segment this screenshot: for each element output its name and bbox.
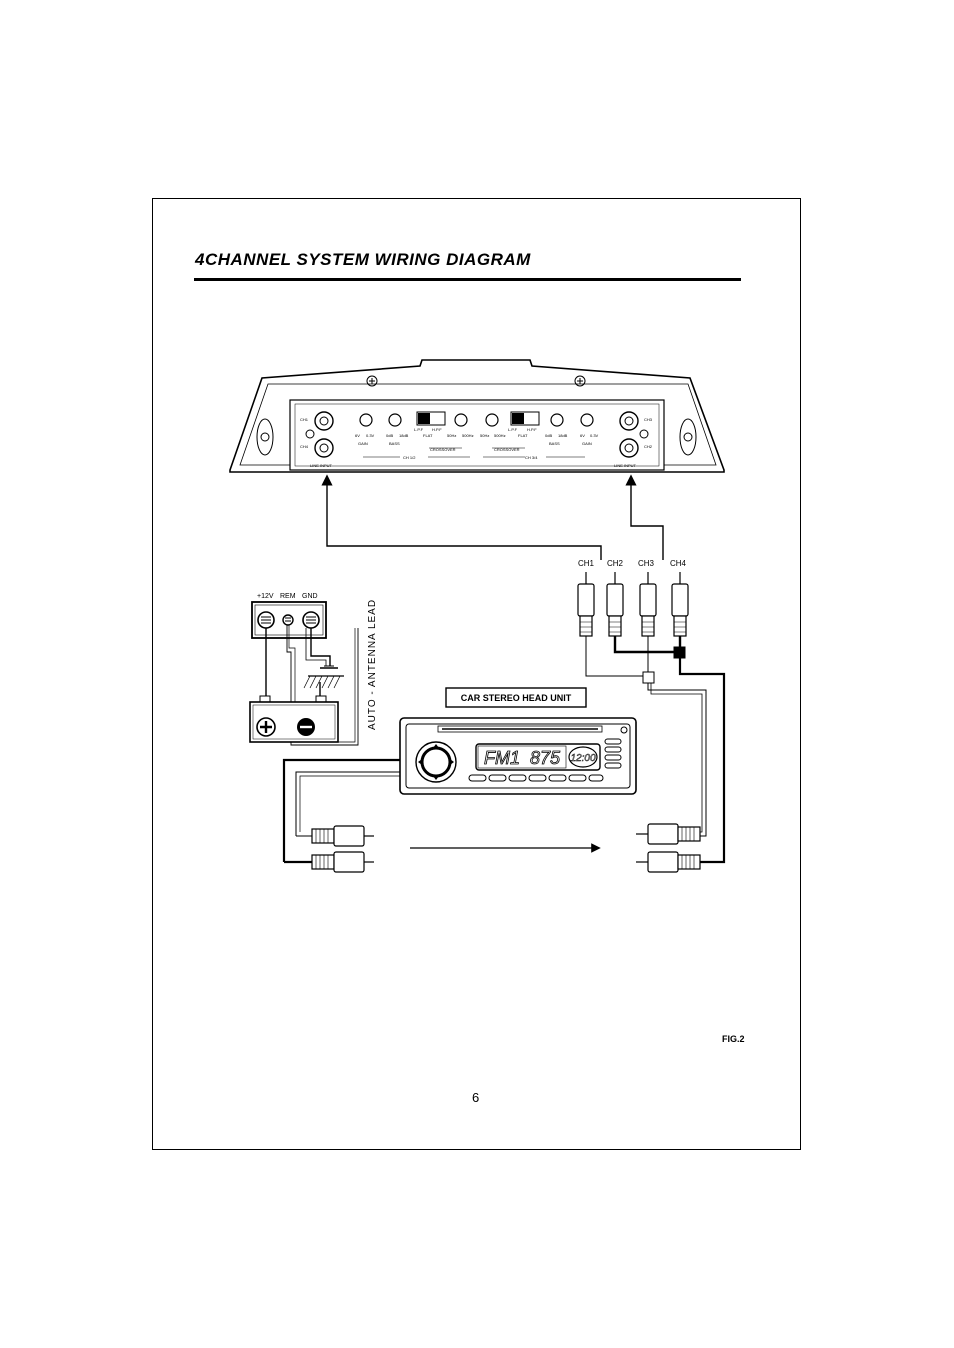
preset-button-1[interactable] [468, 774, 487, 782]
preset-button-3[interactable] [508, 774, 527, 782]
xover-left-50hz: 50Hz [447, 433, 456, 438]
amp-line-input-left: LINE INPUT [310, 463, 333, 468]
xover-right-500hz: 500Hz [494, 433, 506, 438]
amp-ch3-label: CH3 [644, 417, 653, 422]
switch-left-hpf: H.P.F [432, 427, 442, 432]
preset-button-2[interactable] [488, 774, 507, 782]
display-clock: 12:00 [570, 753, 595, 764]
crossover-right-label: CROSSOVER [494, 447, 520, 452]
terminal-rem-label: REM [280, 593, 296, 600]
rca-cables [585, 636, 726, 864]
bass-left-18db: 18dB [399, 433, 409, 438]
power-wires [265, 625, 359, 746]
rca-plug-ch4 [671, 572, 689, 637]
amp-side-rca [636, 823, 701, 873]
head-unit-label: CAR STEREO HEAD UNIT [461, 693, 572, 703]
rca-ch1-label: CH1 [578, 559, 595, 568]
side-button-2[interactable] [604, 746, 622, 753]
gain-right-03v: 0.3V [590, 433, 599, 438]
rca-ch2-label: CH2 [607, 559, 624, 568]
bass-left-label: BASS [389, 441, 400, 446]
bass-right-18db: 18dB [558, 433, 568, 438]
ch34-label: CH 3/4 [525, 455, 538, 460]
ch12-label: CH 1/2 [403, 455, 416, 460]
amp-ch1-label: CH1 [300, 417, 309, 422]
gain-left-6v: 6V [355, 433, 360, 438]
preset-button-5[interactable] [548, 774, 567, 782]
side-button-4[interactable] [604, 762, 622, 769]
xover-left-500hz: 500Hz [462, 433, 474, 438]
page-number: 6 [472, 1090, 480, 1105]
rca-ch3-label: CH3 [638, 559, 655, 568]
gain-right-6v: 6V [580, 433, 585, 438]
bass-right-0db: 0dB [545, 433, 552, 438]
battery [249, 695, 339, 743]
figure-label: FIG.2 [722, 1034, 745, 1044]
terminal-gnd-label: GND [302, 593, 318, 600]
xover-right-50hz: 50Hz [480, 433, 489, 438]
rca-plug-ch3 [639, 572, 657, 637]
gain-left-03v: 0.3V [366, 433, 375, 438]
head-unit-left-rca [282, 758, 400, 873]
switch-left-lpf: L.P.F [414, 427, 424, 432]
amplifier: CH1 CH4 CH3 CH2 LINE INPUT LINE INPUT 6V… [229, 359, 725, 473]
preset-button-6[interactable] [568, 774, 587, 782]
terminal-plus12v-label: +12V [257, 593, 274, 600]
rca-plugs: CH1 CH2 CH3 CH4 [577, 559, 689, 637]
bass-left-0db: 0dB [386, 433, 393, 438]
crossover-left-label: CROSSOVER [430, 447, 456, 452]
switch-right-lpf: L.P.F [508, 427, 518, 432]
side-button-1[interactable] [604, 738, 622, 745]
amp-ch4-label: CH4 [300, 444, 309, 449]
antenna-lead-label: AUTO - ANTENNA LEAD [367, 599, 378, 730]
amp-ch2-label: CH2 [644, 444, 653, 449]
display-band: FM1 [484, 748, 520, 768]
bass-right-label: BASS [549, 441, 560, 446]
rca-ch4-label: CH4 [670, 559, 687, 568]
head-unit: CAR STEREO HEAD UNIT FM1 875 12:00 [399, 687, 637, 795]
side-button-3[interactable] [604, 754, 622, 761]
title-rule [194, 278, 741, 281]
switch-right-hpf: H.P.F [527, 427, 537, 432]
amp-input-wires [321, 474, 664, 560]
preset-button-4[interactable] [528, 774, 547, 782]
page-frame [152, 198, 801, 1150]
rca-plug-ch2 [606, 572, 624, 637]
switch-left-flat: FLAT [423, 433, 433, 438]
gain-left-label: GAIN [358, 441, 368, 446]
page-title: 4CHANNEL SYSTEM WIRING DIAGRAM [195, 250, 531, 269]
preset-button-7[interactable] [588, 774, 604, 782]
switch-right-flat: FLAT [518, 433, 528, 438]
rca-plug-ch1 [577, 572, 595, 637]
amp-line-input-right: LINE INPUT [614, 463, 637, 468]
display-frequency: 875 [530, 748, 561, 768]
gain-right-label: GAIN [582, 441, 592, 446]
